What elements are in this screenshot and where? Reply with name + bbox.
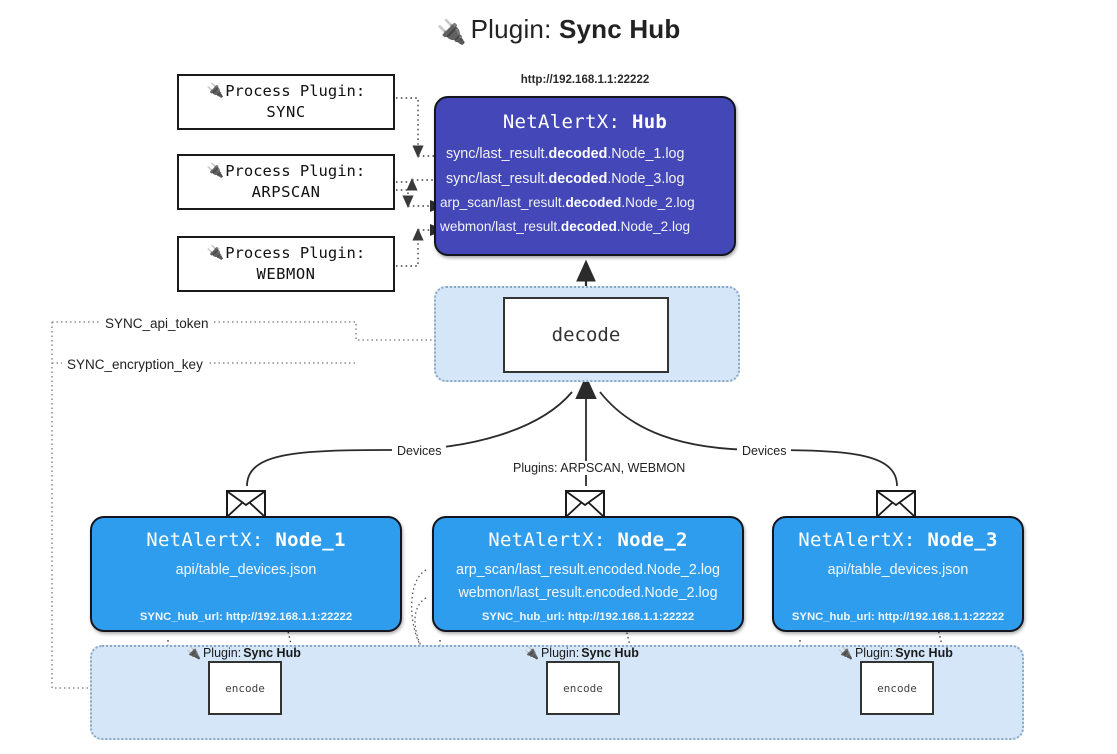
node-box-node-1[interactable]: NetAlertX: Node_1 api/table_devices.json… (90, 516, 402, 632)
encode-plugin-label-1: 🔌Plugin: Sync Hub (186, 646, 301, 660)
edge-label-devices-right: Devices (737, 444, 792, 458)
encode-box-2[interactable]: encode (546, 661, 620, 715)
hub-box[interactable]: NetAlertX: Hub sync/last_result.decoded.… (434, 96, 736, 256)
plug-icon: 🔌 (206, 163, 225, 180)
encode-plugin-label-3: 🔌Plugin: Sync Hub (838, 646, 953, 660)
node-title-name: Node_2 (617, 529, 688, 551)
plug-icon: 🔌 (838, 646, 853, 660)
node-title-name: Node_1 (275, 529, 346, 551)
envelope-icon (226, 490, 266, 518)
hub-log-list: sync/last_result.decoded.Node_1.log sync… (436, 142, 734, 238)
hub-url: http://192.168.1.1:22222 (520, 74, 650, 86)
plug-icon: 🔌 (206, 245, 225, 262)
node-hub-url: SYNC_hub_url: http://192.168.1.1:22222 (481, 611, 695, 623)
encode-box-1[interactable]: encode (208, 661, 282, 715)
edge-label-devices-left: Devices (392, 444, 447, 458)
title-prefix: Plugin: (470, 14, 552, 44)
process-plugin-name: SYNC (266, 103, 306, 121)
process-plugin-name: WEBMON (256, 265, 316, 283)
node-title-prefix: NetAlertX: (798, 529, 916, 551)
node-title: NetAlertX: Node_3 (774, 529, 1022, 551)
plug-icon: 🔌 (436, 19, 467, 46)
node-file-list: arp_scan/last_result.encoded.Node_2.log … (434, 559, 742, 605)
plug-icon: 🔌 (524, 646, 539, 660)
node-title-prefix: NetAlertX: (146, 529, 264, 551)
process-plugin-label: Process Plugin: (225, 82, 366, 101)
node-file-list: api/table_devices.json (774, 559, 1022, 582)
process-plugin-arpscan[interactable]: 🔌Process Plugin: ARPSCAN (177, 154, 395, 210)
node-file-entry: api/table_devices.json (175, 562, 317, 578)
envelope-icon (876, 490, 916, 518)
hub-title: NetAlertX: Hub (436, 111, 734, 133)
node-file-list: api/table_devices.json (92, 559, 400, 582)
process-plugin-sync[interactable]: 🔌Process Plugin: SYNC (177, 74, 395, 130)
plug-icon: 🔌 (206, 83, 225, 100)
hub-log-entry: sync/last_result.decoded.Node_1.log (446, 146, 685, 162)
hub-log-entry: arp_scan/last_result.decoded.Node_2.log (440, 195, 695, 211)
process-plugin-label: Process Plugin: (225, 162, 366, 181)
node-box-node-3[interactable]: NetAlertX: Node_3 api/table_devices.json… (772, 516, 1024, 632)
hub-log-entry: webmon/last_result.decoded.Node_2.log (440, 218, 691, 234)
sync-api-token-label: SYNC_api_token (100, 316, 214, 331)
node-hub-url: SYNC_hub_url: http://192.168.1.1:22222 (791, 611, 1005, 623)
decode-box[interactable]: decode (503, 297, 669, 373)
process-plugin-name: ARPSCAN (251, 183, 321, 201)
sync-encryption-key-label: SYNC_encryption_key (62, 357, 208, 372)
hub-log-entry: sync/last_result.decoded.Node_3.log (446, 170, 685, 187)
edge-label-plugins: Plugins: ARPSCAN, WEBMON (508, 461, 691, 475)
node-title-name: Node_3 (927, 529, 998, 551)
plug-icon: 🔌 (186, 646, 201, 660)
page-title: 🔌Plugin: Sync Hub (0, 14, 1117, 47)
node-file-entry: webmon/last_result.encoded.Node_2.log (458, 585, 718, 602)
node-title-prefix: NetAlertX: (488, 529, 606, 551)
node-file-entry: arp_scan/last_result.encoded.Node_2.log (456, 562, 720, 578)
title-name: Sync Hub (558, 14, 681, 44)
hub-title-prefix: NetAlertX: (502, 111, 621, 133)
envelope-icon (565, 490, 605, 518)
node-hub-url: SYNC_hub_url: http://192.168.1.1:22222 (139, 611, 353, 623)
encode-box-3[interactable]: encode (860, 661, 934, 715)
process-plugin-label: Process Plugin: (225, 244, 366, 263)
encode-plugin-label-2: 🔌Plugin: Sync Hub (524, 646, 639, 660)
process-plugin-webmon[interactable]: 🔌Process Plugin: WEBMON (177, 236, 395, 292)
node-title: NetAlertX: Node_1 (92, 529, 400, 551)
hub-title-name: Hub (631, 111, 668, 133)
node-box-node-2[interactable]: NetAlertX: Node_2 arp_scan/last_result.e… (432, 516, 744, 632)
node-file-entry: api/table_devices.json (827, 562, 969, 578)
node-title: NetAlertX: Node_2 (434, 529, 742, 551)
